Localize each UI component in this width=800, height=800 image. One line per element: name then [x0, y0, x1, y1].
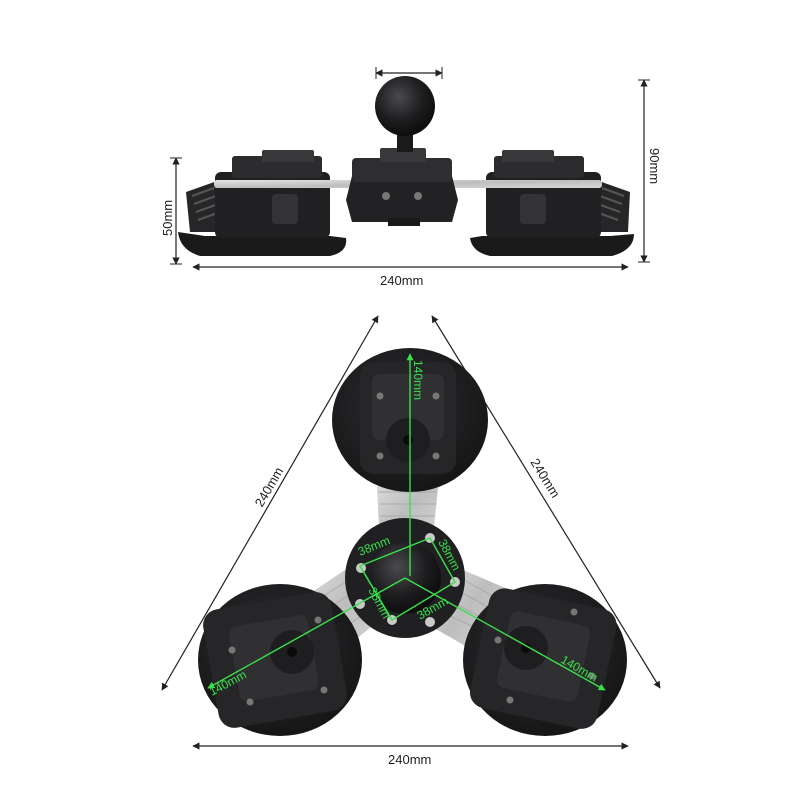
triangle-left-label: 240mm: [252, 464, 287, 509]
height-label: 90mm: [647, 148, 662, 184]
cup-height-dimension: 50mm: [160, 157, 182, 265]
ball-width-dimension: [375, 67, 443, 79]
left-suction-cup: [198, 584, 362, 736]
triangle-right-label: 240mm: [527, 456, 563, 501]
side-right-suction-cup: [470, 150, 634, 256]
side-center-hub: [346, 148, 458, 226]
side-view: 90mm 50mm 240mm: [160, 67, 662, 288]
top-view: 140mm 140mm 140mm 38mm 38mm 38mm 38mm 24…: [161, 315, 661, 767]
side-width-label: 240mm: [380, 273, 423, 288]
cup-top-label: 140mm: [411, 360, 425, 400]
cup-height-label: 50mm: [160, 200, 175, 236]
height-dimension: 90mm: [638, 79, 662, 263]
right-suction-cup: [463, 584, 627, 736]
side-left-suction-cup: [178, 150, 347, 256]
triangle-base-dimension: 240mm: [192, 742, 629, 767]
side-ball-mount: [375, 76, 435, 152]
triangle-base-label: 240mm: [388, 752, 431, 767]
side-width-dimension: 240mm: [192, 263, 629, 288]
